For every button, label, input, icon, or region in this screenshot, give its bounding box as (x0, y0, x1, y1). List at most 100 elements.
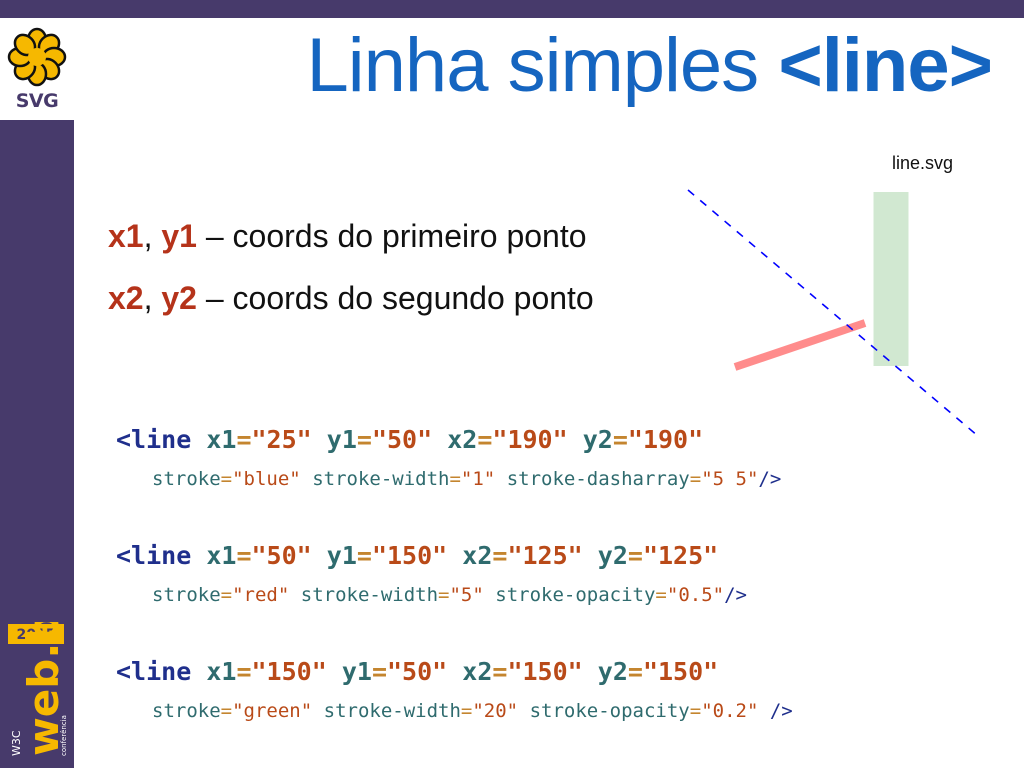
attr-name: y1 (326, 425, 357, 454)
equals: = (236, 657, 252, 686)
equals: = (220, 584, 233, 606)
attr-name: stroke (152, 468, 221, 490)
attr-name: stroke (152, 700, 221, 722)
equals: = (236, 425, 252, 454)
equals: = (492, 657, 508, 686)
code-block-1: <line x1="25" y1="50" x2="190" y2="190" … (116, 422, 793, 502)
attr-name: x2 (462, 657, 493, 686)
equals: = (627, 541, 643, 570)
attr-value: "125" (507, 541, 583, 570)
code-block-2: <line x1="50" y1="150" x2="125" y2="125"… (116, 538, 793, 618)
code-close: /> (758, 468, 782, 490)
attr-name: stroke-opacity (529, 700, 690, 722)
attr-name: x1 (206, 657, 237, 686)
code-line: <line x1="25" y1="50" x2="190" y2="190" (116, 422, 793, 462)
top-bar (0, 0, 1024, 18)
code-line: stroke="green" stroke-width="20" stroke-… (116, 694, 793, 734)
equals: = (689, 468, 702, 490)
equals: = (356, 541, 372, 570)
equals: = (655, 584, 667, 606)
attr-value: "red" (232, 584, 290, 606)
attr-value: "20" (472, 700, 519, 722)
bullet-first-point: x1, y1 – coords do primeiro ponto (108, 210, 594, 272)
attr-value: "190" (627, 425, 704, 454)
attr-name: stroke-dasharray (506, 468, 690, 490)
badge-sub: conferência (60, 715, 68, 756)
equals: = (689, 700, 702, 722)
equals: = (220, 700, 233, 722)
title-tag: <line> (778, 23, 993, 108)
attr-value: "150" (507, 657, 583, 686)
attr-value: "150" (371, 541, 448, 570)
bullet-desc: – coords do primeiro ponto (205, 218, 587, 254)
code-examples: <line x1="25" y1="50" x2="190" y2="190" … (116, 422, 793, 770)
equals: = (449, 468, 461, 490)
code-line: <line x1="50" y1="150" x2="125" y2="125" (116, 538, 793, 578)
code-line: stroke="red" stroke-width="5" stroke-opa… (116, 578, 793, 618)
var-y1: y1 (161, 218, 197, 254)
equals: = (236, 541, 252, 570)
equals: = (220, 468, 233, 490)
attr-name: x2 (447, 425, 478, 454)
var-x1: x1 (108, 218, 144, 254)
attr-name: stroke-opacity (495, 584, 656, 606)
attr-name: y2 (582, 425, 613, 454)
attr-value: "5" (449, 584, 484, 606)
attr-name: x1 (206, 541, 237, 570)
badge-org: W3C (10, 730, 23, 756)
equals: = (438, 584, 450, 606)
bullet-desc: – coords do segundo ponto (205, 280, 594, 316)
attr-name: x1 (206, 425, 237, 454)
attr-value: "25" (251, 425, 312, 454)
attr-value: "green" (232, 700, 313, 722)
attr-value: "150" (251, 657, 327, 686)
code-tag: <line (116, 541, 192, 570)
var-x2: x2 (108, 280, 144, 316)
equals: = (627, 657, 643, 686)
attr-name: y2 (597, 657, 628, 686)
equals: = (356, 425, 372, 454)
attr-name: x2 (462, 541, 493, 570)
bullet-list: x1, y1 – coords do primeiro ponto x2, y2… (108, 210, 594, 334)
equals: = (612, 425, 628, 454)
title-text: Linha simples (306, 23, 760, 108)
slide-title: Linha simples <line> (307, 22, 993, 109)
attr-name: stroke (152, 584, 221, 606)
equals: = (460, 700, 473, 722)
code-tag: <line (116, 425, 192, 454)
attr-name: stroke-width (300, 584, 439, 606)
attr-value: "0.5" (666, 584, 725, 606)
equals: = (492, 541, 508, 570)
attr-name: stroke-width (312, 468, 450, 490)
code-line: <line x1="150" y1="50" x2="150" y2="150" (116, 654, 793, 694)
badge-year: 2015 (17, 627, 56, 643)
attr-value: "5 5" (701, 468, 759, 490)
asterisk-flower-icon (7, 27, 67, 87)
preview-filename: line.svg (892, 153, 954, 173)
svg-logo: SVG (0, 18, 74, 120)
attr-value: "0.2" (701, 700, 759, 722)
red-line (733, 319, 867, 371)
bullet-second-point: x2, y2 – coords do segundo ponto (108, 272, 594, 334)
badge-year-bg (8, 624, 64, 644)
attr-name: stroke-width (323, 700, 461, 722)
separator: , (143, 218, 153, 254)
badge-brand: web.br (19, 622, 68, 756)
equals: = (371, 657, 387, 686)
code-close: /> (724, 584, 747, 606)
attr-value: "150" (642, 657, 719, 686)
attr-value: "190" (492, 425, 568, 454)
blue-dashed-line (687, 189, 979, 437)
logo-label: SVG (15, 90, 59, 112)
attr-name: y1 (341, 657, 372, 686)
code-line: stroke="blue" stroke-width="1" stroke-da… (116, 462, 793, 502)
code-tag: <line (116, 657, 192, 686)
attr-value: "1" (460, 468, 496, 490)
attr-value: "50" (387, 657, 448, 686)
code-block-3: <line x1="150" y1="50" x2="150" y2="150"… (116, 654, 793, 734)
code-close: /> (758, 700, 793, 722)
attr-value: "125" (642, 541, 719, 570)
line-preview (687, 189, 979, 437)
attr-name: y2 (597, 541, 628, 570)
equals: = (477, 425, 493, 454)
